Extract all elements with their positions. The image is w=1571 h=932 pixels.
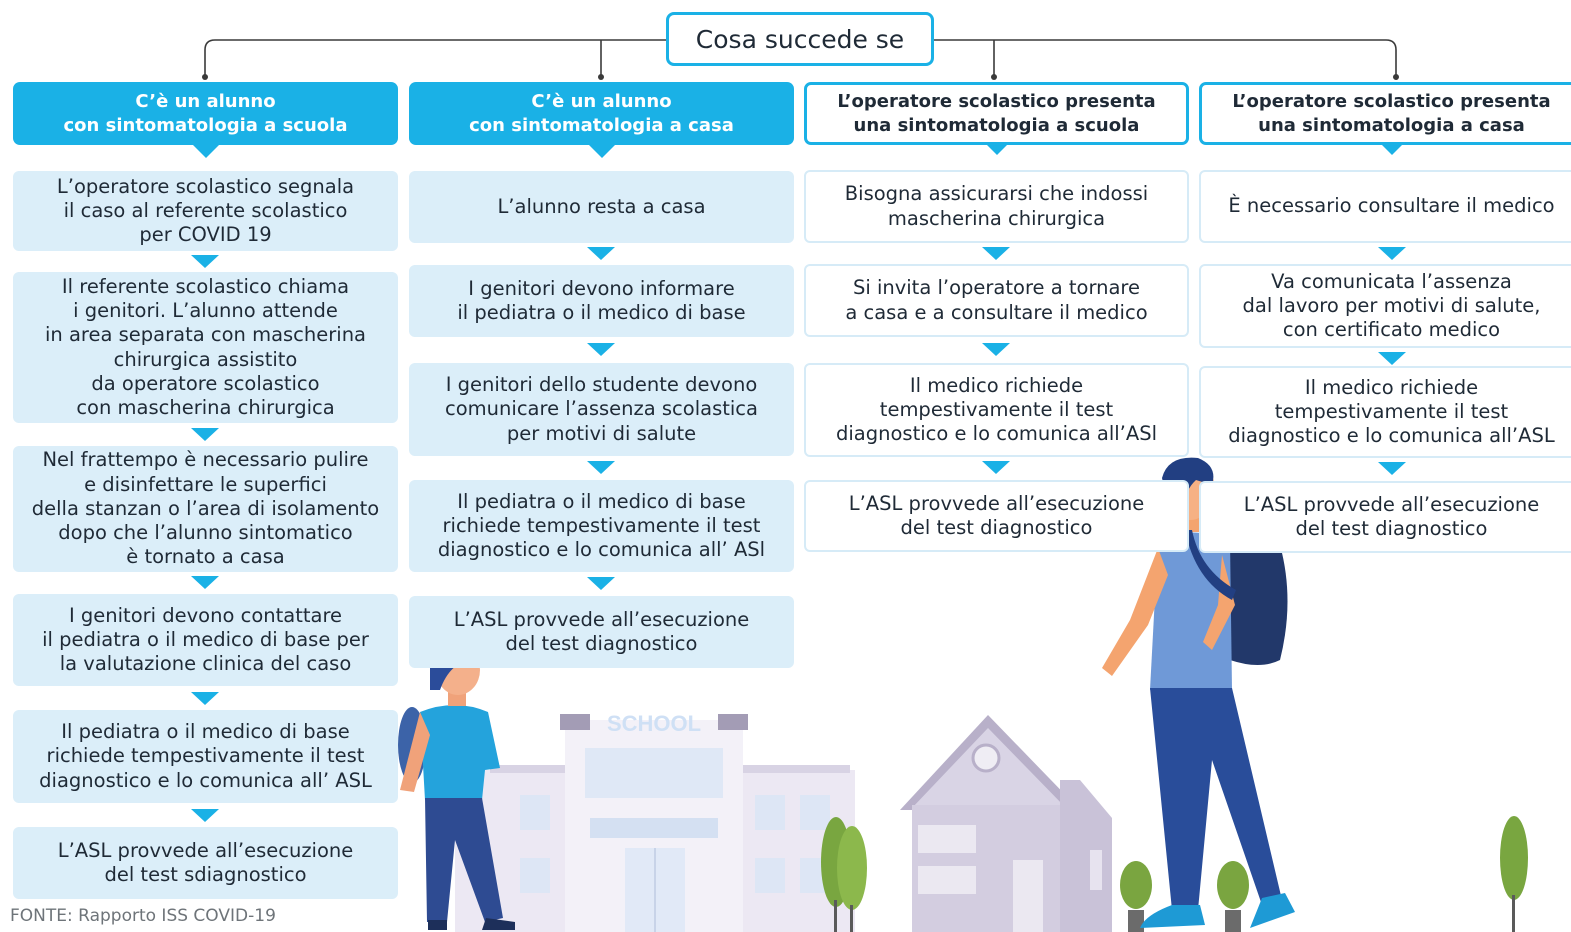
step-box: L’ASL provvede all’esecuzione del test d… [804, 480, 1189, 552]
step-box: Il medico richiede tempestivamente il te… [1199, 366, 1571, 458]
down-arrow-icon [1378, 352, 1406, 365]
down-arrow-icon [982, 461, 1010, 474]
column-header-staff-at-school: L’operatore scolastico presenta una sint… [804, 82, 1189, 155]
down-arrow-icon [982, 343, 1010, 356]
root-question-label: Cosa succede se [695, 24, 905, 54]
step-box: Va comunicata l’assenza dal lavoro per m… [1199, 264, 1571, 348]
school-building: SCHOOL [455, 711, 855, 932]
down-arrow-icon [1378, 247, 1406, 260]
down-arrow-icon [191, 255, 219, 268]
step-box: L’alunno resta a casa [409, 171, 794, 243]
step-box: È necessario consultare il medico [1199, 170, 1571, 243]
step-box: L’ASL provvede all’esecuzione del test s… [13, 827, 398, 899]
step-box: Il medico richiede tempestivamente il te… [804, 363, 1189, 457]
step-box: L’operatore scolastico segnala il caso a… [13, 171, 398, 251]
source-note: FONTE: Rapporto ISS COVID-19 [10, 906, 276, 926]
down-arrow-icon [587, 343, 615, 356]
down-arrow-icon [587, 577, 615, 590]
step-box: Il pediatra o il medico di base richiede… [409, 480, 794, 572]
step-box: I genitori devono contattare il pediatra… [13, 594, 398, 686]
step-box: Bisogna assicurarsi che indossi mascheri… [804, 170, 1189, 243]
root-question-box: Cosa succede se [666, 12, 934, 66]
step-box: Il pediatra o il medico di base richiede… [13, 710, 398, 803]
down-arrow-icon [587, 461, 615, 474]
step-box: Si invita l’operatore a tornare a casa e… [804, 264, 1189, 337]
school-sign: SCHOOL [607, 711, 701, 736]
step-box: Nel frattempo è necessario pulire e disi… [13, 446, 398, 572]
connector-lines [202, 39, 1399, 80]
down-arrow-icon [191, 809, 219, 822]
column-header-student-at-school: C’è un alunno con sintomatologia a scuol… [13, 82, 398, 158]
down-arrow-icon [191, 692, 219, 705]
step-box: Il referente scolastico chiama i genitor… [13, 272, 398, 423]
adult-with-backpack [1102, 457, 1295, 928]
step-box: L’ASL provvede all’esecuzione del test d… [1199, 481, 1571, 553]
down-arrow-icon [191, 428, 219, 441]
column-header-student-at-home: C’è un alunno con sintomatologia a casa [409, 82, 794, 158]
down-arrow-icon [1378, 462, 1406, 475]
step-box: I genitori devono informare il pediatra … [409, 265, 794, 337]
step-box: I genitori dello studente devono comunic… [409, 363, 794, 456]
down-arrow-icon [587, 247, 615, 260]
step-box: L’ASL provvede all’esecuzione del test d… [409, 596, 794, 668]
house [900, 715, 1112, 932]
trees [821, 816, 1528, 932]
column-header-staff-at-home: L’operatore scolastico presenta una sint… [1199, 82, 1571, 155]
down-arrow-icon [191, 576, 219, 589]
down-arrow-icon [982, 247, 1010, 260]
